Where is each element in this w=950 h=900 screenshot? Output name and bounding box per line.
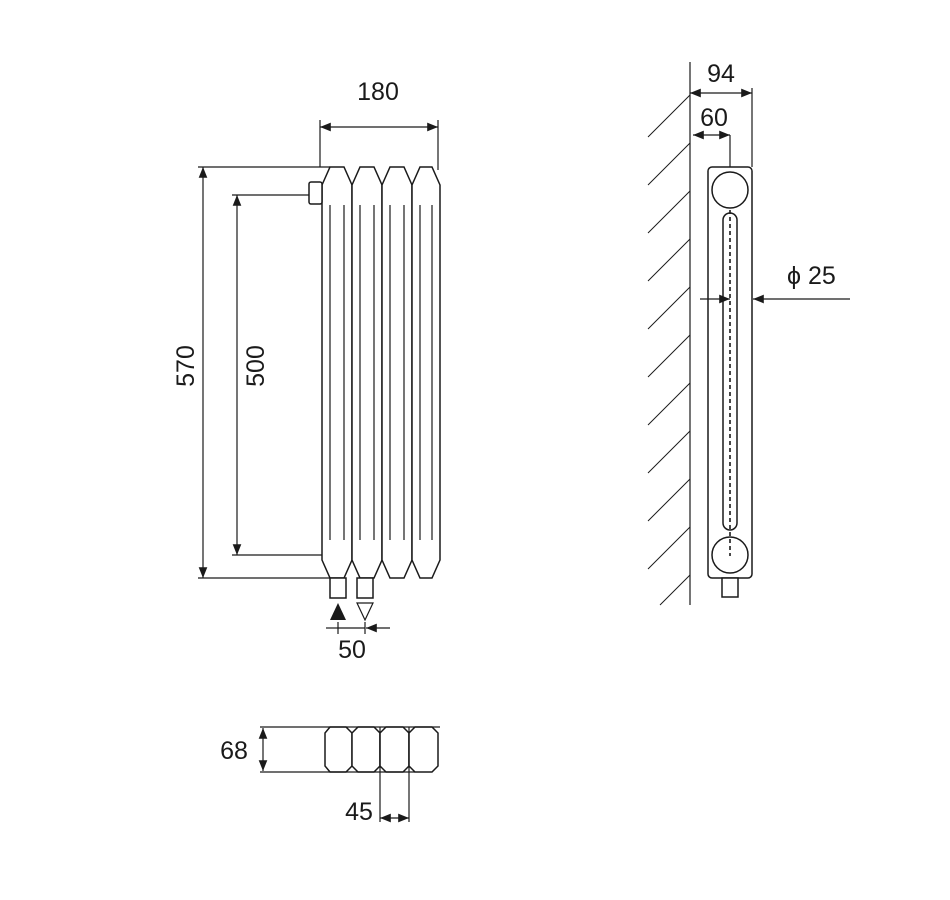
front-view: 180 570 500 50 (172, 78, 441, 664)
depth-label: 94 (707, 60, 735, 88)
total-height-label: 570 (172, 345, 200, 387)
side-pipe (721, 577, 739, 598)
outlet-arrow-icon (356, 602, 374, 622)
radiator-columns (321, 166, 441, 579)
top-view: 68 45 (220, 726, 440, 826)
wall-hatching (647, 94, 691, 606)
side-view: 94 60 ϕ 25 (647, 60, 850, 606)
section-width-label: 45 (345, 798, 373, 826)
top-header-circle (711, 171, 749, 209)
inlet-pipe (329, 577, 347, 599)
air-valve (308, 181, 323, 205)
top-depth-label: 68 (220, 737, 248, 765)
axis-depth-label: 60 (700, 104, 728, 132)
pipe-diameter-label: ϕ 25 (787, 262, 836, 290)
inlet-arrow-icon (330, 603, 346, 620)
pipe-spacing-label: 50 (338, 636, 366, 664)
outlet-pipe (356, 577, 374, 599)
axis-height-label: 500 (242, 345, 270, 387)
width-label: 180 (357, 78, 399, 106)
